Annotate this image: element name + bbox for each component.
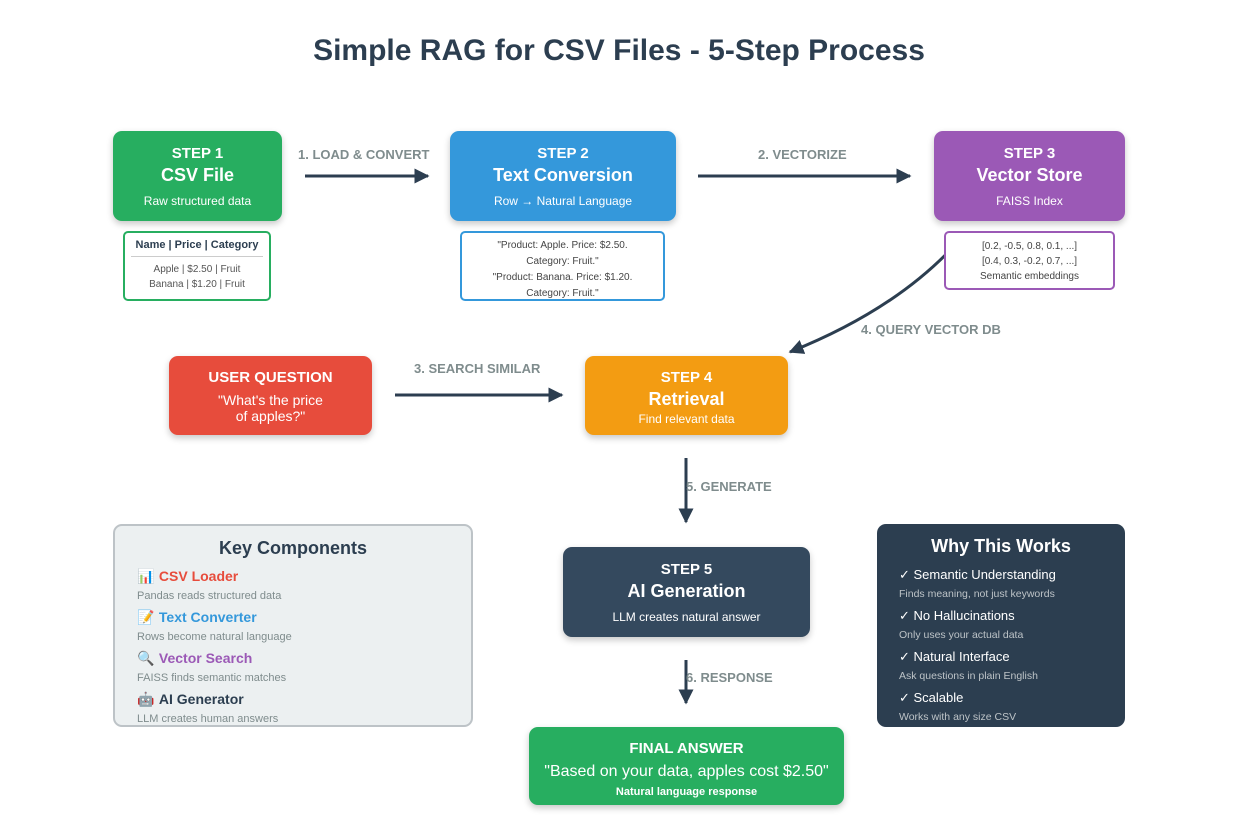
user-question-line: "What's the price	[218, 392, 323, 408]
final-answer-node: FINAL ANSWER "Based on your data, apples…	[529, 727, 844, 805]
component-item: 📊 CSV Loader Pandas reads structured dat…	[137, 568, 449, 602]
magnifier-icon: 🔍	[137, 650, 155, 666]
why-item-desc: Works with any size CSV	[899, 711, 1017, 723]
vector-example-box: [0.2, -0.5, 0.8, 0.1, ...] [0.4, 0.3, -0…	[944, 231, 1115, 290]
why-this-works-title: Why This Works	[931, 536, 1071, 556]
component-name: AI Generator	[158, 691, 244, 707]
step1-label: STEP 1	[171, 145, 224, 162]
step2-text-conversion-node: STEP 2 Text Conversion Row → Natural Lan…	[450, 131, 676, 221]
why-this-works-panel: Why This Works ✓ Semantic Understanding …	[877, 524, 1125, 727]
bar-chart-icon: 📊	[137, 568, 155, 584]
why-item: ✓ Semantic Understanding Finds meaning, …	[899, 567, 1103, 600]
step3-vector-store-node: STEP 3 Vector Store FAISS Index	[934, 131, 1125, 221]
step2-sub: Row → Natural Language	[493, 194, 633, 208]
text-example-line: Category: Fruit."	[526, 256, 599, 267]
edge-label-vectorize: 2. VECTORIZE	[758, 147, 847, 162]
why-item-name: ✓ Scalable	[899, 690, 964, 705]
csv-example-box: Name | Price | Category Apple | $2.50 | …	[123, 231, 271, 301]
step2-label: STEP 2	[537, 145, 589, 162]
text-example-box: "Product: Apple. Price: $2.50. Category:…	[460, 231, 665, 301]
step3-label: STEP 3	[1003, 145, 1056, 162]
step2-name: Text Conversion	[493, 165, 633, 185]
text-example-line: Category: Fruit."	[526, 288, 599, 299]
step1-csv-file-node: STEP 1 CSV File Raw structured data	[113, 131, 282, 221]
edge-label-search-similar: 3. SEARCH SIMILAR	[414, 361, 541, 376]
edge-label-response: 6. RESPONSE	[686, 670, 773, 685]
memo-icon: 📝	[137, 609, 155, 625]
step1-sub: Raw structured data	[143, 194, 252, 208]
csv-example-row: Banana | $1.20 | Fruit	[149, 279, 245, 290]
final-answer-sub: Natural language response	[615, 786, 758, 798]
robot-icon: 🤖	[137, 691, 155, 707]
component-item: 🔍 Vector Search FAISS finds semantic mat…	[137, 650, 449, 684]
vector-example-line: [0.4, 0.3, -0.2, 0.7, ...]	[981, 256, 1078, 267]
edge-label-load-convert: 1. LOAD & CONVERT	[298, 147, 430, 162]
csv-example-row: Apple | $2.50 | Fruit	[153, 264, 241, 275]
step5-sub: LLM creates natural answer	[612, 610, 761, 624]
edge-label-generate: 5. GENERATE	[686, 479, 772, 494]
vector-example-line: Semantic embeddings	[980, 271, 1079, 282]
vector-example-line: [0.2, -0.5, 0.8, 0.1, ...]	[981, 241, 1078, 252]
step3-sub: FAISS Index	[996, 194, 1063, 208]
why-item-desc: Ask questions in plain English	[899, 670, 1038, 682]
text-example-line: "Product: Banana. Price: $1.20.	[492, 272, 633, 283]
why-item-name: ✓ Semantic Understanding	[899, 567, 1056, 582]
edge-label-query-vector-db: 4. QUERY VECTOR DB	[861, 322, 1001, 337]
text-example-line: "Product: Apple. Price: $2.50.	[497, 240, 628, 251]
step5-label: STEP 5	[660, 561, 713, 578]
why-item: ✓ Natural Interface Ask questions in pla…	[899, 649, 1103, 682]
step4-sub: Find relevant data	[638, 412, 735, 426]
key-components-title: Key Components	[218, 538, 368, 558]
csv-example-header: Name | Price | Category	[131, 239, 263, 257]
why-item-desc: Finds meaning, not just keywords	[899, 588, 1055, 600]
component-desc: Rows become natural language	[137, 631, 292, 643]
arrow-query-vector-db	[788, 243, 957, 354]
step4-retrieval-node: STEP 4 Retrieval Find relevant data	[585, 356, 788, 435]
step3-name: Vector Store	[976, 165, 1083, 185]
step5-name: AI Generation	[627, 581, 746, 601]
why-item: ✓ No Hallucinations Only uses your actua…	[899, 608, 1103, 641]
step1-name: CSV File	[160, 165, 235, 185]
final-answer-label: FINAL ANSWER	[629, 740, 744, 757]
component-item: 📝 Text Converter Rows become natural lan…	[137, 609, 449, 643]
component-desc: FAISS finds semantic matches	[137, 672, 287, 684]
component-name: Text Converter	[158, 609, 257, 625]
component-name: CSV Loader	[158, 568, 239, 584]
component-desc: Pandas reads structured data	[137, 590, 282, 602]
why-item-desc: Only uses your actual data	[899, 629, 1024, 641]
component-name: Vector Search	[158, 650, 253, 666]
why-item: ✓ Scalable Works with any size CSV	[899, 690, 1103, 723]
component-item: 🤖 AI Generator LLM creates human answers	[137, 691, 449, 725]
step4-label: STEP 4	[660, 369, 713, 386]
final-answer-text: "Based on your data, apples cost $2.50"	[544, 763, 829, 780]
why-item-name: ✓ No Hallucinations	[899, 608, 1015, 623]
user-question-line: of apples?"	[235, 408, 306, 424]
key-components-panel: Key Components 📊 CSV Loader Pandas reads…	[113, 524, 473, 727]
user-question-label: USER QUESTION	[208, 369, 333, 386]
diagram-title: Simple RAG for CSV Files - 5-Step Proces…	[313, 34, 925, 67]
user-question-node: USER QUESTION "What's the price of apple…	[169, 356, 372, 435]
step4-name: Retrieval	[648, 389, 725, 409]
why-item-name: ✓ Natural Interface	[899, 649, 1010, 664]
step5-ai-generation-node: STEP 5 AI Generation LLM creates natural…	[563, 547, 810, 637]
component-desc: LLM creates human answers	[137, 713, 279, 725]
